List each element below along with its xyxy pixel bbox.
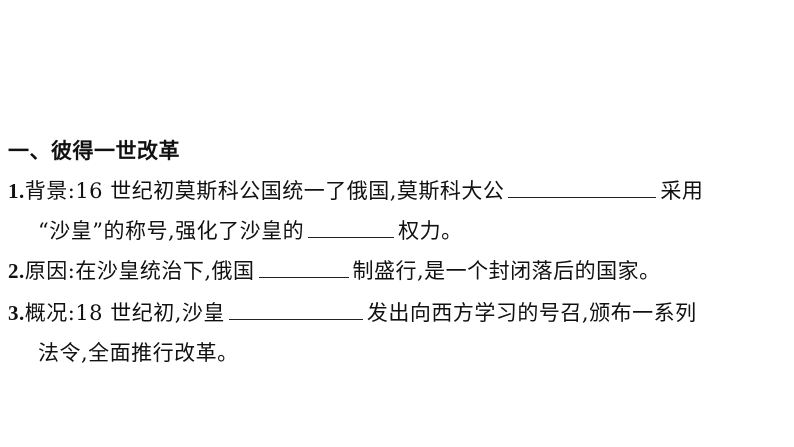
- item-2-line-1: 2.原因:在沙皇统治下,俄国 制盛行,是一个封闭落后的国家。: [8, 256, 661, 286]
- item-3-number: 3.: [8, 301, 25, 325]
- item-3-text-a: 概况:18 世纪初,沙皇: [24, 301, 225, 325]
- item-3-text-c: 法令,全面推行改革。: [38, 341, 239, 365]
- item-2-blank-1[interactable]: [258, 257, 349, 278]
- item-1-blank-1[interactable]: [508, 177, 657, 198]
- item-2-text-b: 制盛行,是一个封闭落后的国家。: [352, 259, 661, 283]
- item-3-text-b: 发出向西方学习的号召,颁布一系列: [366, 301, 697, 325]
- item-1-text-b: 采用: [660, 179, 704, 203]
- item-1-number: 1.: [8, 179, 25, 203]
- section-title: 一、彼得一世改革: [8, 138, 180, 163]
- item-3-blank-1[interactable]: [228, 299, 363, 320]
- item-1-text-a: 背景:16 世纪初莫斯科公国统一了俄国,莫斯科大公: [24, 179, 505, 203]
- item-1-line-2: “沙皇”的称号,强化了沙皇的 权力。: [38, 216, 463, 246]
- item-2-number: 2.: [8, 259, 25, 283]
- item-1-text-d: 权力。: [398, 219, 463, 243]
- item-1-line-1: 1.背景:16 世纪初莫斯科公国统一了俄国,莫斯科大公 采用: [8, 176, 703, 206]
- item-3-line-1: 3.概况:18 世纪初,沙皇 发出向西方学习的号召,颁布一系列: [8, 298, 697, 328]
- item-3-line-2: 法令,全面推行改革。: [38, 338, 239, 368]
- item-1-blank-2[interactable]: [308, 217, 395, 238]
- item-2-text-a: 原因:在沙皇统治下,俄国: [24, 259, 255, 283]
- item-1-text-c: “沙皇”的称号,强化了沙皇的: [38, 219, 305, 243]
